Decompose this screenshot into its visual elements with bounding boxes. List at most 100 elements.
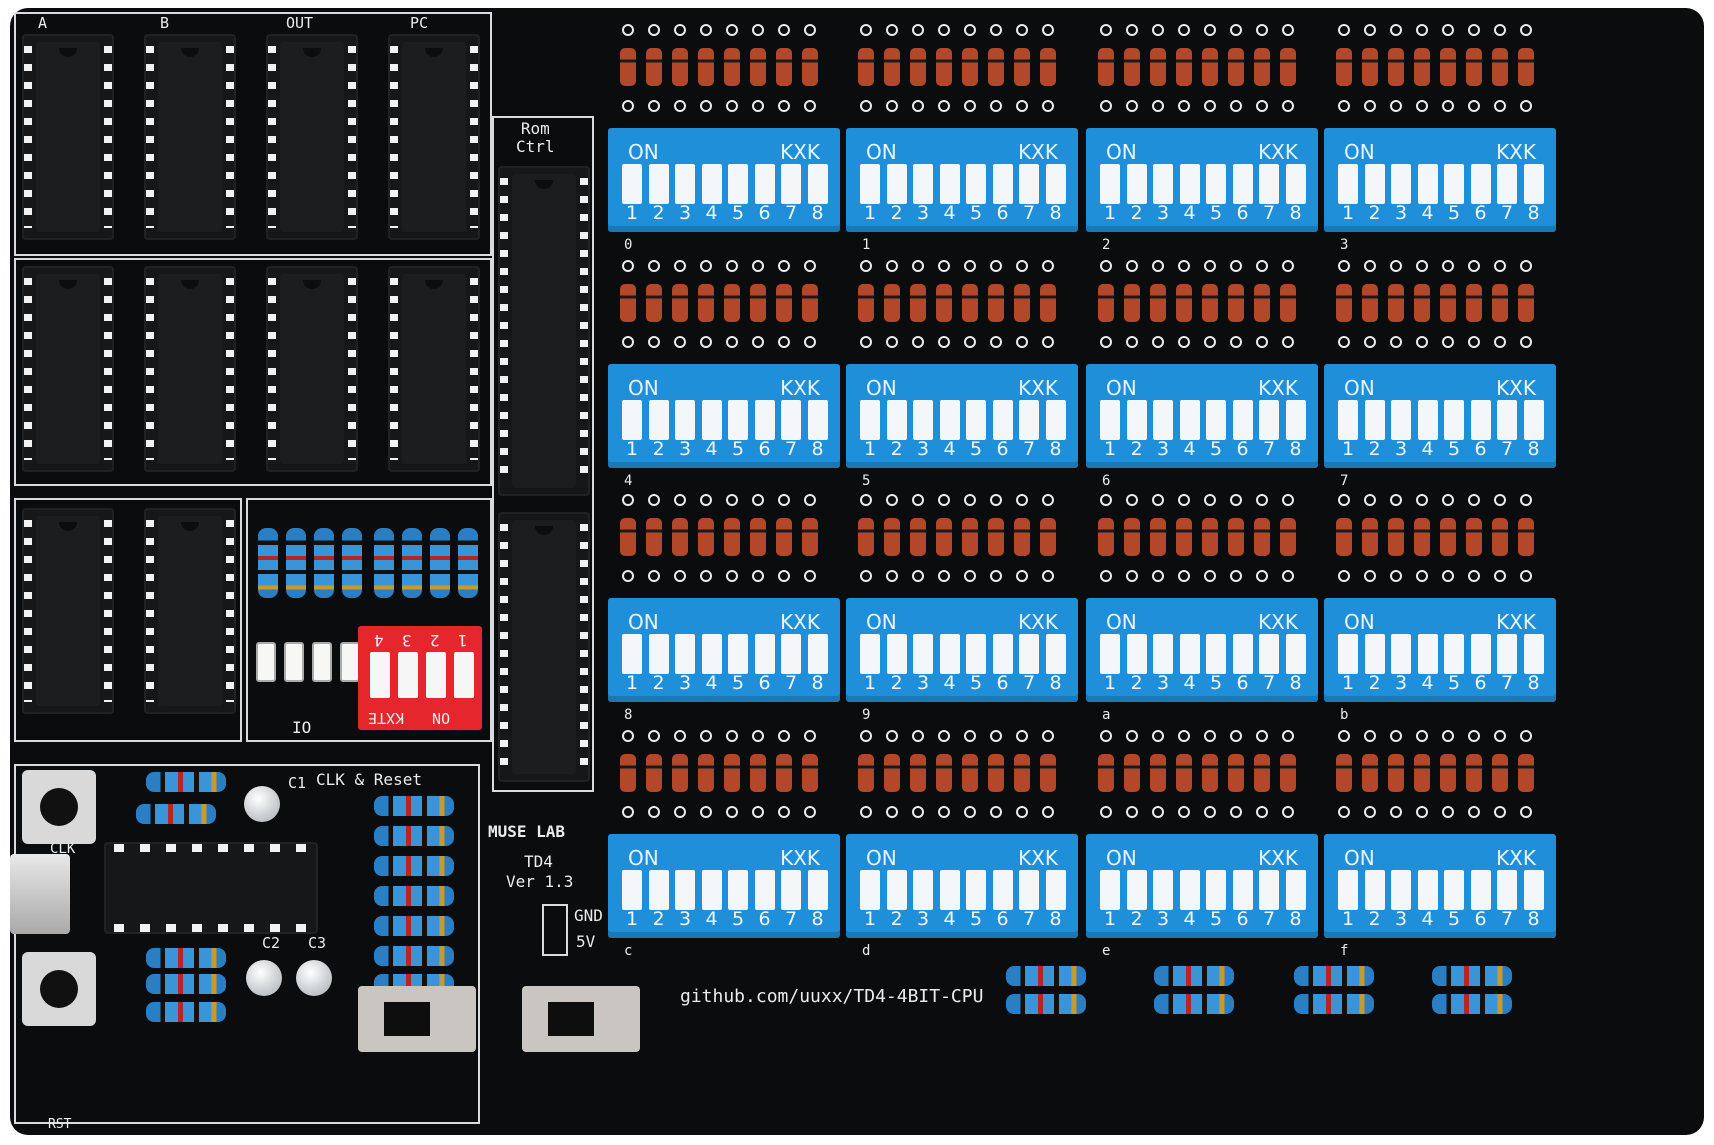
- dip-switch-lever[interactable]: [1019, 634, 1039, 674]
- dip-switch-lever[interactable]: [781, 400, 801, 440]
- dip-switch-lever[interactable]: [1338, 400, 1358, 440]
- dip-switch-lever[interactable]: [1444, 400, 1464, 440]
- dip-switch-lever[interactable]: [1100, 164, 1120, 204]
- dip-switch-lever[interactable]: [1206, 400, 1226, 440]
- input-switch-lever[interactable]: [454, 652, 474, 698]
- dip-switch-lever[interactable]: [701, 870, 722, 910]
- dip-switch-lever[interactable]: [1100, 870, 1120, 910]
- dip-switch-lever[interactable]: [1523, 634, 1544, 674]
- dip-switch-lever[interactable]: [622, 870, 642, 910]
- dip-switch-lever[interactable]: [966, 400, 986, 440]
- dip-switch-lever[interactable]: [1523, 164, 1544, 204]
- dip-switch-lever[interactable]: [1417, 870, 1438, 910]
- dip-switch-lever[interactable]: [1364, 634, 1385, 674]
- dip-switch-lever[interactable]: [1391, 164, 1411, 204]
- dip-switch-lever[interactable]: [1206, 634, 1226, 674]
- dip-switch-lever[interactable]: [1179, 870, 1200, 910]
- dip-switch-lever[interactable]: [1206, 164, 1226, 204]
- clock-push-button[interactable]: [22, 770, 96, 844]
- dip-switch-lever[interactable]: [860, 634, 880, 674]
- dip-switch-lever[interactable]: [807, 400, 828, 440]
- dip-switch-lever[interactable]: [1259, 164, 1279, 204]
- dip-switch-lever[interactable]: [860, 870, 880, 910]
- dip-switch-lever[interactable]: [754, 870, 775, 910]
- dip-switch-lever[interactable]: [939, 870, 960, 910]
- dip-switch-lever[interactable]: [1417, 400, 1438, 440]
- dip-switch-lever[interactable]: [913, 400, 933, 440]
- dip-switch-lever[interactable]: [1444, 164, 1464, 204]
- dip-switch-lever[interactable]: [701, 634, 722, 674]
- clock-mode-slide-switch[interactable]: [522, 986, 640, 1052]
- dip-switch-lever[interactable]: [1338, 164, 1358, 204]
- dip-switch-lever[interactable]: [1153, 400, 1173, 440]
- dip-switch-lever[interactable]: [1285, 164, 1306, 204]
- dip-switch-lever[interactable]: [754, 164, 775, 204]
- dip-switch-lever[interactable]: [622, 400, 642, 440]
- dip-switch-lever[interactable]: [1470, 634, 1491, 674]
- dip-switch-lever[interactable]: [675, 634, 695, 674]
- dip-switch-lever[interactable]: [1179, 164, 1200, 204]
- dip-switch-lever[interactable]: [860, 400, 880, 440]
- dip-switch-lever[interactable]: [1179, 634, 1200, 674]
- dip-switch-lever[interactable]: [648, 870, 669, 910]
- dip-switch-lever[interactable]: [1391, 870, 1411, 910]
- dip-switch-lever[interactable]: [807, 870, 828, 910]
- dip-switch-lever[interactable]: [1100, 400, 1120, 440]
- dip-switch-lever[interactable]: [728, 870, 748, 910]
- dip-switch-lever[interactable]: [1497, 164, 1517, 204]
- dip-switch-lever[interactable]: [1470, 400, 1491, 440]
- dip-switch-lever[interactable]: [1179, 400, 1200, 440]
- dip-switch-lever[interactable]: [1019, 870, 1039, 910]
- dip-switch-lever[interactable]: [648, 164, 669, 204]
- dip-switch-lever[interactable]: [754, 400, 775, 440]
- dip-switch-lever[interactable]: [886, 164, 907, 204]
- dip-switch-lever[interactable]: [781, 870, 801, 910]
- dip-switch-lever[interactable]: [1019, 164, 1039, 204]
- dip-switch-lever[interactable]: [1497, 870, 1517, 910]
- dip-switch-lever[interactable]: [807, 634, 828, 674]
- dip-switch-lever[interactable]: [1126, 634, 1147, 674]
- dip-switch-lever[interactable]: [728, 400, 748, 440]
- dip-switch-lever[interactable]: [1206, 870, 1226, 910]
- dip-switch-lever[interactable]: [1523, 400, 1544, 440]
- dip-switch-lever[interactable]: [1232, 400, 1253, 440]
- dip-switch-lever[interactable]: [1364, 870, 1385, 910]
- dip-switch-lever[interactable]: [1232, 634, 1253, 674]
- dip-switch-lever[interactable]: [1045, 400, 1066, 440]
- dip-switch-lever[interactable]: [1417, 634, 1438, 674]
- dip-switch-lever[interactable]: [1232, 870, 1253, 910]
- dip-switch-lever[interactable]: [1153, 164, 1173, 204]
- dip-switch-lever[interactable]: [701, 164, 722, 204]
- dip-switch-lever[interactable]: [1153, 634, 1173, 674]
- dip-switch-lever[interactable]: [648, 400, 669, 440]
- dip-switch-lever[interactable]: [1019, 400, 1039, 440]
- dip-switch-lever[interactable]: [1045, 164, 1066, 204]
- dip-switch-lever[interactable]: [1444, 870, 1464, 910]
- dip-switch-lever[interactable]: [701, 400, 722, 440]
- dip-switch-lever[interactable]: [966, 164, 986, 204]
- dip-switch-lever[interactable]: [913, 870, 933, 910]
- dip-switch-lever[interactable]: [1285, 870, 1306, 910]
- dip-switch-lever[interactable]: [807, 164, 828, 204]
- dip-switch-lever[interactable]: [1285, 634, 1306, 674]
- dip-switch-lever[interactable]: [1259, 634, 1279, 674]
- dip-switch-lever[interactable]: [966, 634, 986, 674]
- input-switch-lever[interactable]: [370, 652, 390, 698]
- dip-switch-lever[interactable]: [1444, 634, 1464, 674]
- dip-switch-lever[interactable]: [939, 164, 960, 204]
- dip-switch-lever[interactable]: [1126, 400, 1147, 440]
- dip-switch-lever[interactable]: [675, 870, 695, 910]
- usb-power-port[interactable]: [10, 854, 70, 934]
